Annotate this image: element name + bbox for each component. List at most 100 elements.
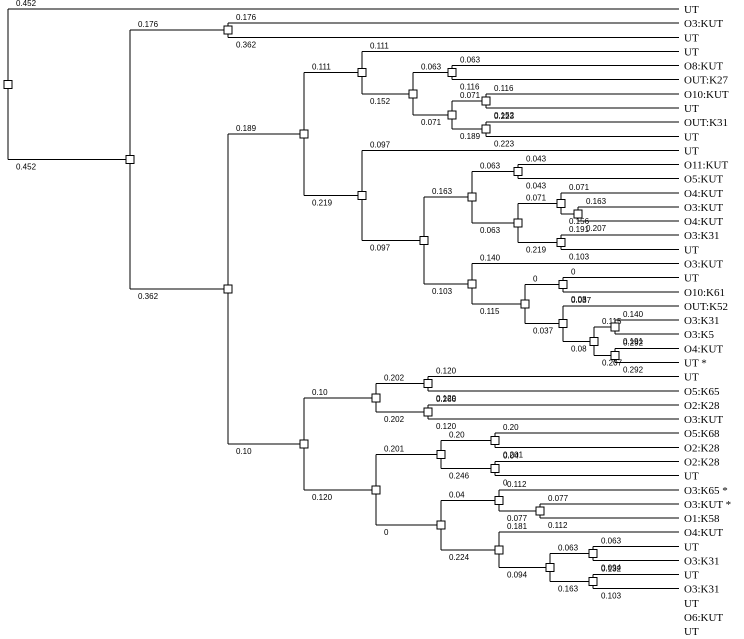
branch-length-label: 0.063 xyxy=(558,543,579,552)
branch-length-label: 0.362 xyxy=(138,292,159,301)
branch-length-label: 0.181 xyxy=(507,522,528,531)
branch-length-label: 0.043 xyxy=(526,182,547,191)
branch-length-label: 0.077 xyxy=(507,514,528,523)
leaf-label: O4:KUT xyxy=(684,343,723,355)
branch-length-label: 0.223 xyxy=(494,139,515,148)
internal-node-2 xyxy=(481,96,491,106)
leaf-label: O5:K65 xyxy=(684,386,720,398)
internal-node-25 xyxy=(371,393,381,403)
leaf-label: UT xyxy=(684,570,699,582)
leaf-label: OUT:K27 xyxy=(684,75,729,87)
leaf-label: UT xyxy=(684,131,699,143)
branch-length-label: 0.292 xyxy=(623,338,644,347)
branch-length-labels: 0.4520.4520.1760.1760.3620.3620.1890.111… xyxy=(16,0,644,601)
leaf-label: O3:K65 * xyxy=(684,485,728,497)
branch-length-label: 0.292 xyxy=(623,366,644,375)
leaf-labels: UTO3:KUTUTUTO8:KUTOUT:K27O10:KUTUTOUT:K3… xyxy=(684,4,731,638)
branch-length-label: 0.103 xyxy=(432,287,453,296)
branch-length-label: 0.077 xyxy=(548,494,569,503)
branch-length-label: 0.063 xyxy=(480,162,501,171)
branch-length-label: 0.063 xyxy=(601,536,622,545)
leaf-label: O1:K58 xyxy=(684,513,720,525)
leaf-label: UT * xyxy=(684,358,707,370)
branch-length-label: 0.152 xyxy=(494,111,515,120)
leaf-label: O10:K61 xyxy=(684,287,725,299)
internal-node-15 xyxy=(610,350,620,360)
leaf-label: O6:KUT xyxy=(684,612,723,624)
branch-length-label: 0.037 xyxy=(571,296,592,305)
branch-length-label: 0.115 xyxy=(602,317,622,326)
branch-length-label: 0.201 xyxy=(384,444,405,453)
leaf-label: O3:K31 xyxy=(684,555,719,567)
branch-length-label: 0.140 xyxy=(623,310,644,319)
internal-node-10 xyxy=(556,237,566,247)
internal-node-33 xyxy=(545,563,555,573)
branch-length-label: 0.223 xyxy=(494,112,515,121)
branch-length-label: 0.189 xyxy=(236,124,257,133)
branch-length-label: 0.362 xyxy=(236,40,257,49)
branch-length-label: 0.202 xyxy=(384,415,405,424)
internal-node-16 xyxy=(589,336,599,346)
internal-node-4 xyxy=(447,110,457,120)
leaf-label: O2:K28 xyxy=(684,442,720,454)
leaf-label: O5:K68 xyxy=(684,428,720,440)
internal-node-22 xyxy=(299,129,309,139)
branch-length-label: 0.219 xyxy=(312,198,333,207)
internal-node-40 xyxy=(3,79,13,89)
leaf-label: O4:KUT xyxy=(684,527,723,539)
leaf-label: O3:K31 xyxy=(684,230,719,242)
branch-length-label: 0.063 xyxy=(460,56,481,65)
leaf-label: UT xyxy=(684,273,699,285)
branch-length-label: 0.189 xyxy=(460,132,481,141)
branch-length-label: 0.224 xyxy=(449,553,470,562)
internal-node-32 xyxy=(588,577,598,587)
branch-length-label: 0.04 xyxy=(449,490,465,499)
leaf-label: O3:KUT * xyxy=(684,499,731,511)
internal-node-5 xyxy=(408,89,418,99)
branch-length-label: 0.120 xyxy=(436,394,457,403)
branch-length-label: 0.191 xyxy=(623,337,644,346)
leaf-label: O11:KUT xyxy=(684,160,728,172)
internal-node-20 xyxy=(419,236,429,246)
internal-node-9 xyxy=(556,198,566,208)
internal-node-3 xyxy=(481,124,491,134)
branch-length-label: 0.071 xyxy=(460,91,481,100)
branch-length-label: 0.037 xyxy=(533,327,554,336)
leaf-label: OUT:K31 xyxy=(684,117,728,129)
leaf-label: UT xyxy=(684,103,699,115)
internal-node-7 xyxy=(513,167,523,177)
leaf-label: UT xyxy=(684,626,699,638)
leaf-label: O10:KUT xyxy=(684,89,729,101)
internal-node-23 xyxy=(423,379,433,389)
branch-length-label: 0.20 xyxy=(449,430,465,439)
leaf-label: OUT:K52 xyxy=(684,301,728,313)
branch-length-label: 0.156 xyxy=(569,217,590,226)
internal-node-21 xyxy=(357,190,367,200)
leaf-label: UT xyxy=(684,244,699,256)
branch-length-label: 0 xyxy=(533,275,538,284)
branch-length-label: 0.097 xyxy=(370,140,391,149)
branch-length-label: 0.163 xyxy=(558,585,579,594)
branch-length-label: 0.163 xyxy=(586,197,607,206)
branch-length-label: 0 xyxy=(571,268,576,277)
internal-node-26 xyxy=(490,435,500,445)
branch-length-label: 0.111 xyxy=(312,63,331,72)
branch-length-label: 0.452 xyxy=(16,163,37,172)
internal-node-34 xyxy=(494,545,504,555)
branch-length-label: 0.097 xyxy=(370,244,391,253)
branch-length-label: 0.246 xyxy=(449,472,470,481)
branch-length-label: 0.116 xyxy=(494,84,514,93)
internal-node-1 xyxy=(447,68,457,78)
internal-node-39 xyxy=(125,155,135,165)
branch-length-label: 0.176 xyxy=(138,20,159,29)
leaf-label: UT xyxy=(684,372,699,384)
leaf-label: O3:KUT xyxy=(684,18,723,30)
internal-node-38 xyxy=(223,284,233,294)
branch-length-label: 0.120 xyxy=(312,493,333,502)
branch-length-label: 0.04 xyxy=(503,451,519,460)
internal-node-18 xyxy=(520,299,530,309)
internal-node-11 xyxy=(513,218,523,228)
internal-node-29 xyxy=(535,506,545,516)
branch-length-label: 0.20 xyxy=(503,423,519,432)
